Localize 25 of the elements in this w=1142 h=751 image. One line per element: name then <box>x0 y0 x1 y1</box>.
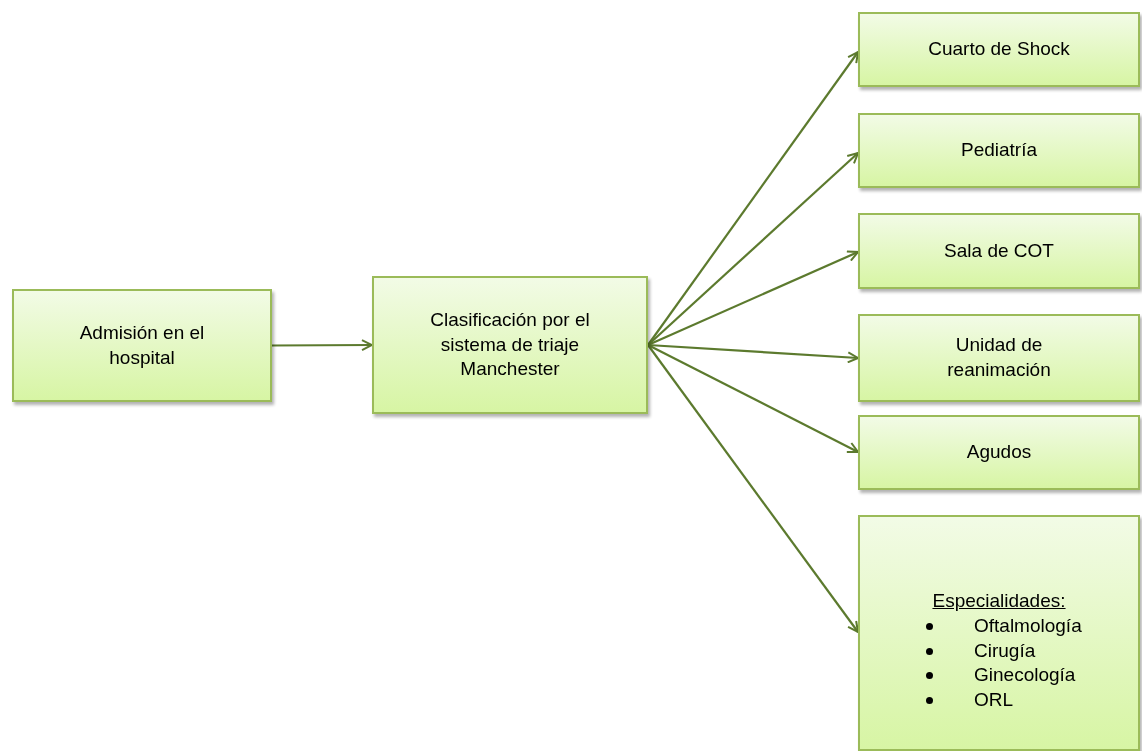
box-label: Sala de COT <box>944 238 1054 263</box>
list-item: Oftalmología <box>974 613 1082 638</box>
box-label: Clasificación por el sistema de triaje Manchester <box>429 307 591 382</box>
list-item: ORL <box>974 688 1014 713</box>
process-box <box>858 314 1140 402</box>
box-label: Pediatría <box>960 138 1037 163</box>
process-box <box>858 113 1140 188</box>
box-label: Cuarto de Shock <box>928 37 1070 62</box>
box-label: Agudos <box>966 440 1032 465</box>
process-box <box>372 276 648 414</box>
arrow <box>647 344 859 633</box>
list-box <box>858 515 1140 751</box>
arrow <box>647 344 859 453</box>
process-box <box>858 12 1140 87</box>
list-item: Ginecología <box>974 663 1076 688</box>
arrow <box>647 343 859 364</box>
process-box <box>12 289 272 402</box>
box-label: Admisión en el hospital <box>78 320 206 370</box>
list-item: Cirugía <box>974 638 1036 663</box>
box-label: Unidad de reanimación <box>946 333 1052 382</box>
arrow <box>272 339 373 352</box>
list-heading: Especialidades: <box>932 589 1066 614</box>
process-box <box>858 213 1140 289</box>
arrow <box>647 250 859 346</box>
process-box <box>858 415 1140 490</box>
